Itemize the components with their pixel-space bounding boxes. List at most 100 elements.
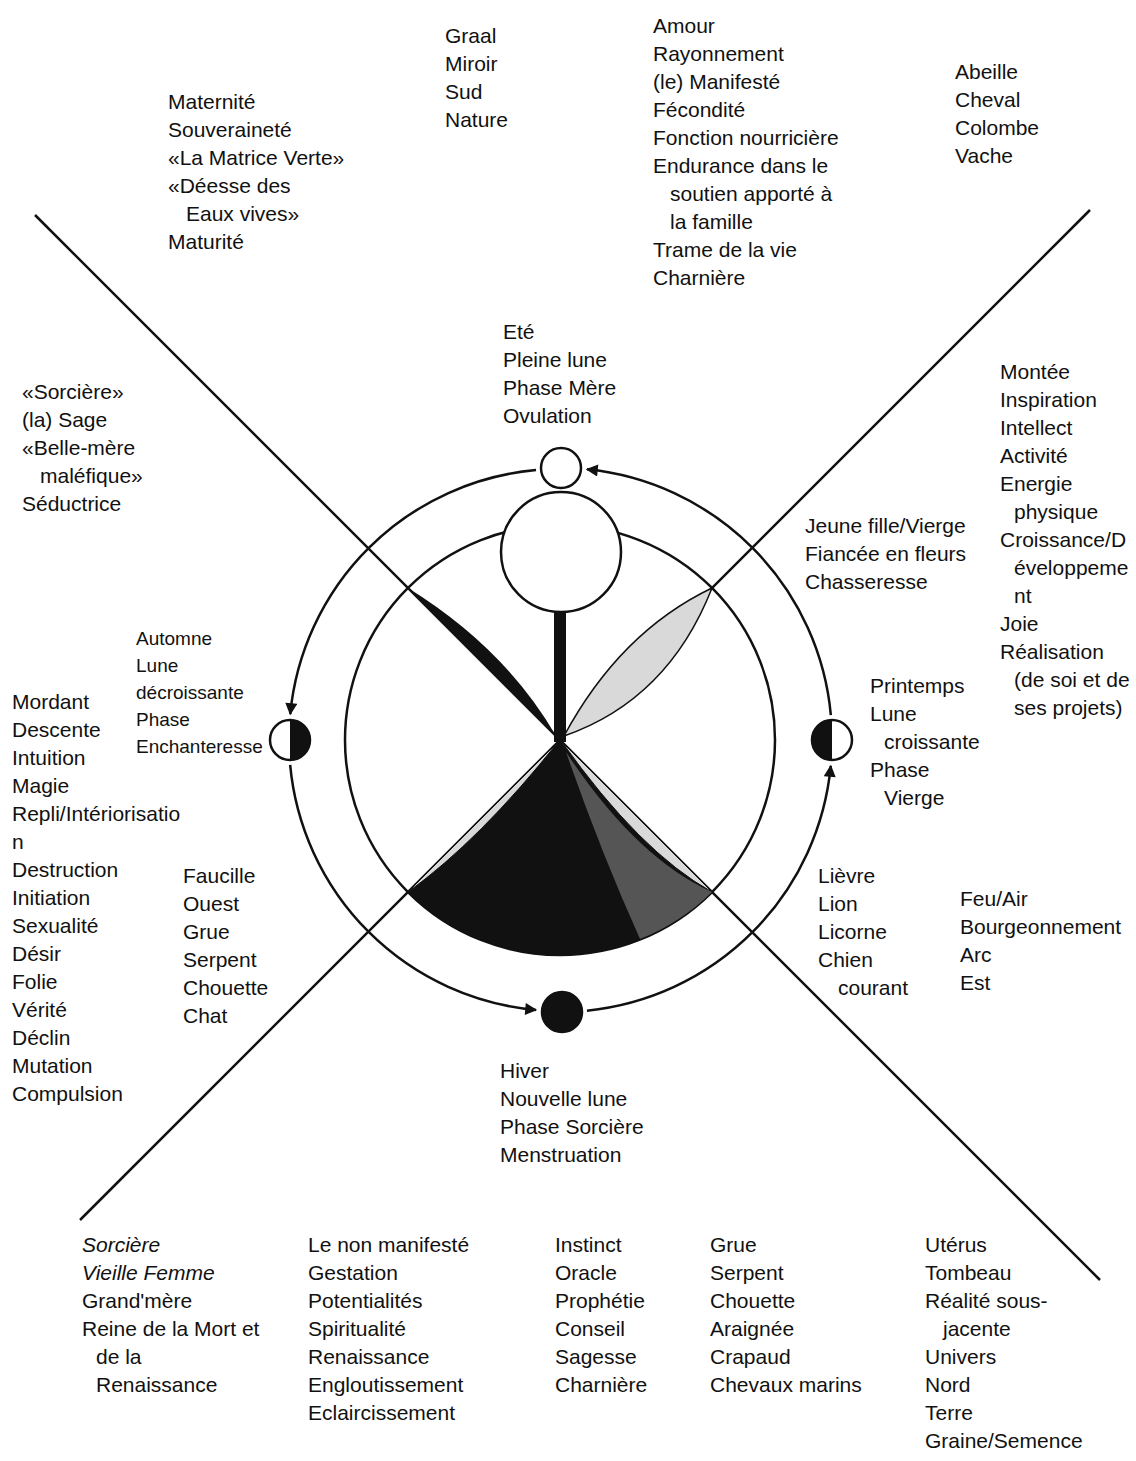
season-label: Automne bbox=[136, 625, 264, 652]
attribute-label: Chasseresse bbox=[805, 568, 1015, 596]
season-label: Lune décroissante bbox=[136, 652, 264, 706]
season-text: AutomneLune décroissantePhase Enchantere… bbox=[136, 625, 264, 760]
attribute-label: Repli/Intériorisation bbox=[12, 800, 182, 856]
attribute-label: Miroir bbox=[445, 50, 595, 78]
moon-disc bbox=[542, 992, 582, 1032]
attribute-label: Chat bbox=[183, 1002, 303, 1030]
moon-disc bbox=[812, 720, 852, 760]
attribute-label: Ouest bbox=[183, 890, 303, 918]
cycle-arrow bbox=[290, 470, 536, 714]
attribute-label: Compulsion bbox=[12, 1080, 130, 1108]
attribute-label: Serpent bbox=[710, 1259, 900, 1287]
season-label: Ovulation bbox=[503, 402, 663, 430]
attribute-label: Grand'mère bbox=[82, 1287, 260, 1315]
attribute-label: Descente bbox=[12, 716, 130, 744]
diagonal-axis bbox=[80, 210, 1090, 1220]
attribute-label: Activité bbox=[1000, 442, 1132, 470]
attribute-label: Univers bbox=[925, 1343, 1085, 1371]
moon-node: AutomneLune décroissantePhase Enchantere… bbox=[268, 718, 312, 762]
moon-node: PrintempsLune croissantePhase Vierge bbox=[810, 718, 854, 762]
label-column: InstinctOracleProphétieConseilSagesseCha… bbox=[555, 1231, 695, 1399]
attribute-label: Fiancée en fleurs bbox=[805, 540, 1015, 568]
attribute-label: Maternité bbox=[168, 88, 388, 116]
attribute-label: Potentialités bbox=[308, 1287, 508, 1315]
attribute-label: Engloutissement bbox=[308, 1371, 508, 1399]
season-label: Phase Enchanteresse bbox=[136, 706, 264, 760]
attribute-label: Joie bbox=[1000, 610, 1132, 638]
attribute-label: Magie bbox=[12, 772, 130, 800]
moon-disc bbox=[541, 448, 581, 488]
attribute-label: Vache bbox=[955, 142, 1105, 170]
attribute-label: Araignée bbox=[710, 1315, 900, 1343]
figure-body-shade bbox=[566, 752, 712, 939]
attribute-label: Nord bbox=[925, 1371, 1085, 1399]
moon-symbol bbox=[539, 446, 583, 490]
label-column: MaternitéSouveraineté«La Matrice Verte»«… bbox=[168, 88, 388, 256]
moon-shadow bbox=[290, 720, 310, 760]
attribute-label: Rayonnement bbox=[653, 40, 871, 68]
season-label: Lune croissante bbox=[870, 700, 992, 756]
attribute-label: Serpent bbox=[183, 946, 303, 974]
attribute-label: Sexualité bbox=[12, 912, 130, 940]
cycle-arrow bbox=[587, 469, 831, 715]
attribute-label: Lièvre bbox=[818, 862, 936, 890]
attribute-label: Licorne bbox=[818, 918, 936, 946]
season-label: Printemps bbox=[870, 672, 992, 700]
attribute-label: Conseil bbox=[555, 1315, 695, 1343]
attribute-label: Reine de la Mort et de la Renaissance bbox=[82, 1315, 260, 1399]
attribute-label: Destruction bbox=[12, 856, 130, 884]
attribute-label: Terre bbox=[925, 1399, 1085, 1427]
attribute-label: (la) Sage bbox=[22, 406, 172, 434]
label-column: «Sorcière»(la) Sage«Belle-mère maléfique… bbox=[22, 378, 172, 518]
label-column: GrueSerpentChouetteAraignéeCrapaudChevau… bbox=[710, 1231, 900, 1399]
attribute-label: Arc bbox=[960, 941, 1132, 969]
attribute-label: Prophétie bbox=[555, 1287, 695, 1315]
attribute-label: Mutation bbox=[12, 1052, 130, 1080]
label-column: FaucilleOuestGrueSerpentChouetteChat bbox=[183, 862, 303, 1030]
attribute-label: Eclaircissement bbox=[308, 1399, 508, 1427]
attribute-label: Sud bbox=[445, 78, 595, 106]
attribute-label: «Déesse des Eaux vives» bbox=[168, 172, 308, 228]
moon-disc bbox=[270, 720, 310, 760]
figure-body bbox=[408, 740, 712, 955]
attribute-label: Faucille bbox=[183, 862, 303, 890]
attribute-label: Montée bbox=[1000, 358, 1132, 386]
season-label: Menstruation bbox=[500, 1141, 680, 1169]
attribute-label: Colombe bbox=[955, 114, 1105, 142]
attribute-label: Intuition bbox=[12, 744, 130, 772]
attribute-label: Chouette bbox=[710, 1287, 900, 1315]
attribute-label: Sagesse bbox=[555, 1343, 695, 1371]
attribute-label: Déclin bbox=[12, 1024, 130, 1052]
figure-stem bbox=[554, 610, 566, 742]
attribute-label: Fécondité bbox=[653, 96, 871, 124]
moon-node: HiverNouvelle lunePhase SorcièreMenstrua… bbox=[540, 990, 584, 1034]
attribute-label: Intellect bbox=[1000, 414, 1132, 442]
label-column: SorcièreVieille FemmeGrand'mèreReine de … bbox=[82, 1231, 260, 1399]
figure-head bbox=[501, 492, 621, 612]
attribute-label: «La Matrice Verte» bbox=[168, 144, 388, 172]
attribute-label: Amour bbox=[653, 12, 871, 40]
label-column: Feu/AirBourgeonnementArcEst bbox=[960, 885, 1132, 997]
diagonal-axis bbox=[35, 215, 1100, 1280]
attribute-label: Croissance/Développement bbox=[1000, 526, 1132, 610]
attribute-label: Chien courant bbox=[818, 946, 936, 1002]
attribute-label: Endurance dans le soutien apporté à la f… bbox=[653, 152, 843, 236]
attribute-label: Bourgeonnement bbox=[960, 913, 1132, 941]
attribute-label: Folie bbox=[12, 968, 130, 996]
attribute-label: Maturité bbox=[168, 228, 388, 256]
attribute-label: Spiritualité bbox=[308, 1315, 508, 1343]
attribute-label: Chouette bbox=[183, 974, 303, 1002]
attribute-label: Inspiration bbox=[1000, 386, 1132, 414]
season-label: Phase Sorcière bbox=[500, 1113, 680, 1141]
attribute-label: Vieille Femme bbox=[82, 1259, 260, 1287]
attribute-label: Souveraineté bbox=[168, 116, 388, 144]
attribute-label: Jeune fille/Vierge bbox=[805, 512, 1015, 540]
attribute-label: Nature bbox=[445, 106, 595, 134]
label-column: UtérusTombeauRéalité sous-jacenteUnivers… bbox=[925, 1231, 1085, 1455]
label-column: GraalMiroirSudNature bbox=[445, 22, 595, 134]
attribute-label: Sorcière bbox=[82, 1231, 260, 1259]
attribute-label: Réalisation (de soi et de ses projets) bbox=[1000, 638, 1132, 722]
attribute-label: Instinct bbox=[555, 1231, 695, 1259]
season-label: Phase Vierge bbox=[870, 756, 992, 812]
